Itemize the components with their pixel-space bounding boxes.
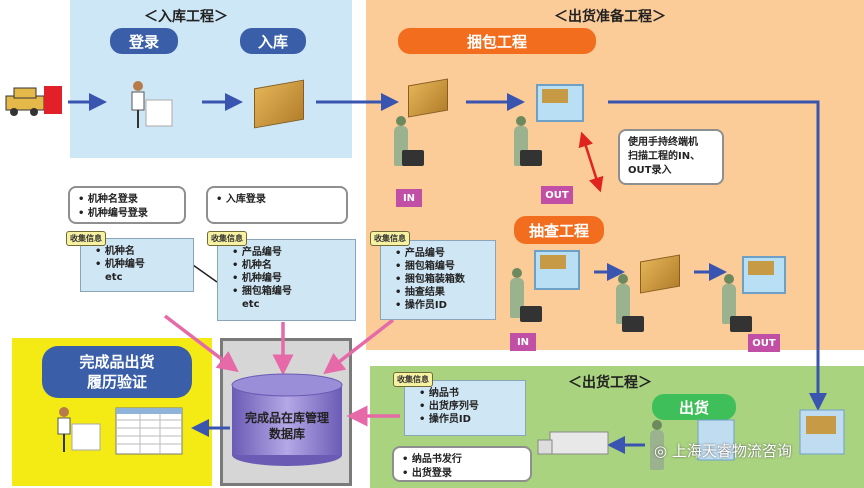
handheld-scanner-icon <box>520 306 542 322</box>
inbound-process-title: ＜入库工程＞ <box>144 9 228 25</box>
watermark: ◎ 上海天睿物流咨询 <box>654 440 792 461</box>
info-item: 产品编号 <box>232 246 349 259</box>
crate-stack-icon <box>697 419 735 461</box>
scan-arrow <box>578 131 604 193</box>
note-item: 出货登录 <box>402 467 522 481</box>
out-badge: OUT <box>541 186 573 204</box>
info-item: 抽查结果 <box>395 286 489 299</box>
connector-line <box>192 264 218 283</box>
report-screen-icon <box>115 407 183 455</box>
database-label-line: 完成品在库管理 <box>244 411 329 425</box>
database-cylinder-icon <box>231 373 343 466</box>
info-item: 捆包箱编号 <box>232 285 349 298</box>
scan-note-line: 扫描工程的IN、 <box>628 151 701 162</box>
out-badge: OUT <box>748 334 780 352</box>
info-item: 捆包箱装箱数 <box>395 273 489 286</box>
handheld-scanner-icon <box>622 316 644 332</box>
handheld-scanner-icon <box>520 150 542 166</box>
step-inspection: 抽查工程 <box>514 216 604 244</box>
register-info-box: 机种名 机种编号 etc <box>80 238 194 292</box>
worker-icon <box>722 274 736 324</box>
info-item: 操作员ID <box>419 413 519 426</box>
crate-icon <box>534 250 580 290</box>
collected-info-tag: 收集信息 <box>393 372 433 387</box>
clerk-at-desk-icon <box>131 81 173 128</box>
info-item: 机种名 <box>232 259 349 272</box>
verification-title: 完成品出货 履历验证 <box>42 346 192 398</box>
step-login: 登录 <box>110 28 178 54</box>
worker-icon <box>616 274 630 324</box>
wechat-icon: ◎ <box>654 442 672 460</box>
scan-note-line: 使用手持终端机 <box>628 137 698 148</box>
data-arrow <box>163 314 239 373</box>
clerk-at-desk-icon <box>57 407 101 452</box>
collected-info-tag: 收集信息 <box>207 231 247 246</box>
handheld-scanner-icon <box>402 150 424 166</box>
inbound-process-panel: ＜入库工程＞ 登录 入库 <box>70 0 352 158</box>
database-label-line: 数据库 <box>268 427 305 441</box>
info-item: 机种名 <box>95 245 187 258</box>
collected-info-tag: 收集信息 <box>66 231 106 246</box>
step-stock-in: 入库 <box>240 28 306 54</box>
delivery-truck-icon <box>537 431 609 455</box>
info-item: 机种编号 <box>232 272 349 285</box>
info-item: 产品编号 <box>395 247 489 260</box>
info-extra: etc <box>105 272 123 283</box>
note-item: 机种名登录 <box>78 193 176 207</box>
note-item: 纳品书发行 <box>402 453 522 467</box>
stock-in-info-box: 产品编号 机种名 机种编号 捆包箱编号 etc <box>217 239 356 321</box>
info-extra: etc <box>242 299 260 310</box>
in-badge: IN <box>510 333 536 351</box>
collected-info-tag: 收集信息 <box>370 231 410 246</box>
truck-icon <box>5 86 62 116</box>
scan-note-line: OUT录入 <box>628 165 672 176</box>
data-arrow <box>323 318 395 375</box>
shipping-prep-title: ＜出货准备工程＞ <box>554 9 666 25</box>
note-item: 机种编号登录 <box>78 207 176 221</box>
stock-in-actions-note: 入库登录 <box>206 186 348 224</box>
worker-icon <box>650 420 664 470</box>
step-packing: 捆包工程 <box>398 28 596 54</box>
crate-icon <box>536 84 584 122</box>
verification-title-line1: 完成品出货 <box>79 353 155 371</box>
flow-arrow <box>608 100 827 411</box>
in-badge: IN <box>396 189 422 207</box>
database-label: 完成品在库管理 数据库 <box>232 410 342 442</box>
info-item: 纳品书 <box>419 387 519 400</box>
verification-title-line2: 履历验证 <box>86 373 147 391</box>
handheld-scanner-icon <box>730 316 752 332</box>
info-item: 出货序列号 <box>419 400 519 413</box>
step-ship: 出货 <box>652 394 736 420</box>
shipping-actions-note: 纳品书发行 出货登录 <box>392 446 532 482</box>
crate-icon <box>742 256 786 294</box>
info-item: 操作员ID <box>395 299 489 312</box>
verification-panel: 完成品出货 履历验证 <box>12 338 212 486</box>
note-item: 入库登录 <box>216 193 338 207</box>
register-actions-note: 机种名登录 机种编号登录 <box>68 186 186 224</box>
inspection-info-box: 产品编号 捆包箱编号 捆包箱装箱数 抽查结果 操作员ID <box>380 240 496 320</box>
info-item: 机种编号 <box>95 258 187 271</box>
crate-icon <box>799 409 845 455</box>
scan-note: 使用手持终端机 扫描工程的IN、 OUT录入 <box>618 129 724 185</box>
shipping-info-box: 纳品书 出货序列号 操作员ID <box>404 380 526 436</box>
watermark-text: 上海天睿物流咨询 <box>671 442 792 460</box>
info-item: 捆包箱编号 <box>395 260 489 273</box>
shipping-process-title: ＜出货工程＞ <box>568 375 652 391</box>
